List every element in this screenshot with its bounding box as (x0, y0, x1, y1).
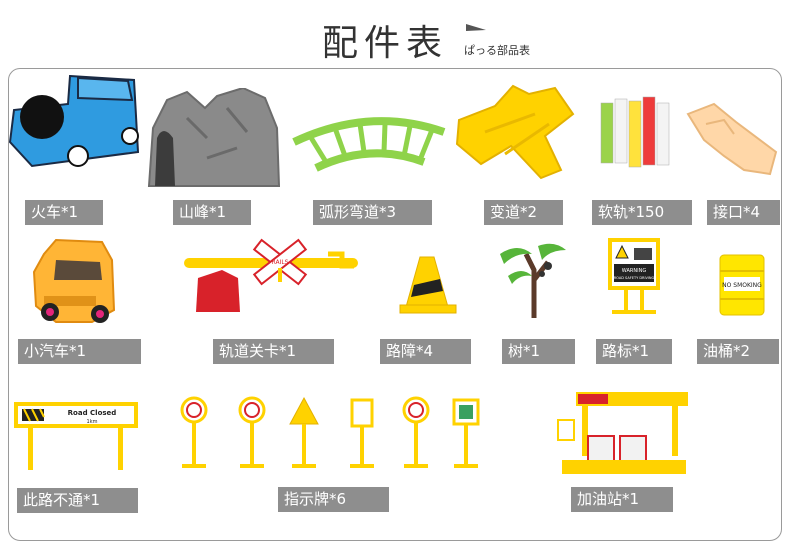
label-cone: 路障*4 (380, 339, 471, 364)
no-entry-sign-icon (180, 396, 208, 468)
page-title: 配件表 (322, 23, 449, 64)
page-subtitle: ぱっる部品表 (464, 44, 530, 57)
label-road-closed: 此路不通*1 (17, 488, 138, 513)
curved-track-icon (292, 117, 446, 172)
train-icon (8, 74, 140, 168)
track-switch-icon (455, 84, 575, 180)
road-closed-text: Road Closed (68, 409, 117, 417)
rails-text: RAILS (272, 259, 289, 266)
road-safety-text: ROAD SAFETY DRIVING (614, 276, 655, 280)
label-train: 火车*1 (25, 200, 103, 225)
traffic-cone-icon (399, 256, 457, 314)
label-tree: 树*1 (502, 339, 575, 364)
no-parking-sign-icon (238, 396, 266, 468)
track-connector-icon (686, 102, 778, 176)
signposts-icon (180, 396, 480, 468)
jeep-car-icon (32, 238, 116, 323)
label-signposts: 指示牌*6 (278, 487, 389, 512)
road-sign-icon: WARNING ROAD SAFETY DRIVING (608, 238, 660, 314)
label-car: 小汽车*1 (18, 339, 141, 364)
mountain-tunnel-icon (147, 88, 280, 187)
label-soft-track: 软轨*150 (592, 200, 692, 225)
label-mountain: 山峰*1 (173, 200, 251, 225)
pedestrian-warning-sign-icon (289, 396, 319, 468)
parts-frame (8, 68, 782, 541)
label-connector: 接口*4 (707, 200, 780, 225)
gas-station-icon (557, 392, 688, 474)
label-oil-barrel: 油桶*2 (697, 339, 779, 364)
label-track-switch: 变道*2 (484, 200, 563, 225)
warning-text: WARNING (622, 268, 647, 274)
crosswalk-sign-icon (452, 398, 480, 468)
barrel-text: NO SMOKING (722, 282, 762, 289)
label-road-sign: 路标*1 (596, 339, 672, 364)
railroad-crossing-gate-icon: RAILS (184, 238, 358, 312)
oil-barrel-icon: NO SMOKING (719, 254, 765, 316)
label-curved-track: 弧形弯道*3 (313, 200, 432, 225)
tree-icon (500, 243, 566, 318)
soft-track-pieces-icon (600, 96, 670, 168)
label-crossing-gate: 轨道关卡*1 (213, 339, 334, 364)
road-closed-sign-icon: Road Closed 1km (14, 402, 138, 470)
road-closed-sub-text: 1km (87, 419, 98, 425)
no-walking-sign-icon (402, 396, 430, 468)
info-sign-icon (350, 398, 374, 468)
label-gas-station: 加油站*1 (571, 487, 673, 512)
flag-icon (466, 24, 486, 31)
